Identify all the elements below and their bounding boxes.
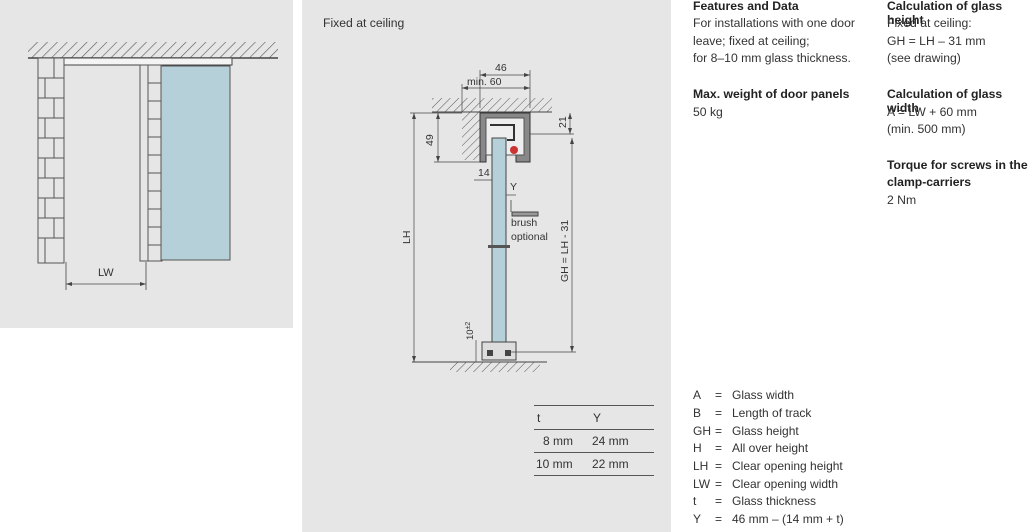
- glass-height-title: Calculation of glass height: [887, 0, 1003, 27]
- glass-section: [491, 137, 507, 351]
- dim-y: Y: [510, 181, 517, 193]
- table-cell: 8 mm: [543, 434, 573, 448]
- roller: [510, 146, 518, 154]
- table-cell: 10 mm: [536, 457, 573, 471]
- table-header-y: Y: [593, 411, 602, 425]
- section-drawing: 46 min. 60 49 21 14 Y brush optional LH …: [401, 62, 576, 372]
- torque-title-2: clamp-carriers: [887, 175, 972, 189]
- dim-21: 21: [557, 116, 569, 128]
- glass-width-title: Calculation of glass width: [887, 87, 1003, 115]
- dim-lh: LH: [401, 231, 413, 244]
- section-drawing-panel: Fixed at ceiling 46: [302, 0, 671, 532]
- drawing-title: Fixed at ceiling: [323, 16, 405, 30]
- glass-height-line: (see drawing): [887, 51, 961, 65]
- dim-min60: min. 60: [467, 76, 502, 88]
- glass-width-line: A = LW + 60 mm: [887, 105, 977, 119]
- torque-value: 2 Nm: [887, 193, 917, 207]
- brush-label: brush: [511, 217, 537, 229]
- wall-column: [139, 64, 163, 262]
- table-cell: 22 mm: [592, 457, 629, 471]
- table-header-t: t: [537, 411, 541, 425]
- features-title: Features and Data: [693, 0, 799, 13]
- brick-wall: [37, 57, 65, 264]
- ceiling-hatch: [432, 98, 552, 112]
- dim-46: 46: [495, 62, 507, 74]
- table-cell: 24 mm: [592, 434, 629, 448]
- glass-width-line: (min. 500 mm): [887, 122, 966, 136]
- ceiling-hatch: [28, 42, 278, 58]
- glass-height-line: Fixed at ceiling:: [887, 16, 972, 30]
- lw-label: LW: [98, 267, 114, 279]
- track: [61, 57, 233, 66]
- features-line: leave; fixed at ceiling;: [693, 34, 810, 48]
- brush-optional-label: optional: [511, 231, 548, 243]
- glass-height-line: GH = LH – 31 mm: [887, 34, 986, 48]
- glass-door-panel: [160, 65, 231, 261]
- features-line: For installations with one door: [693, 16, 855, 30]
- torque-title: Torque for screws in the: [887, 158, 1028, 172]
- floor-hatch: [450, 362, 540, 372]
- brush: [511, 211, 539, 217]
- max-weight-value: 50 kg: [693, 105, 723, 119]
- dim-14: 14: [478, 167, 490, 179]
- elevation-drawing: LW: [28, 42, 278, 290]
- elevation-drawing-panel: LW: [0, 0, 293, 328]
- max-weight-title: Max. weight of door panels: [693, 87, 850, 101]
- dim-49: 49: [424, 134, 436, 146]
- features-line: for 8–10 mm glass thickness.: [693, 51, 851, 65]
- dim-gh: GH = LH - 31: [559, 220, 571, 282]
- dim-10: 10±2: [465, 322, 476, 340]
